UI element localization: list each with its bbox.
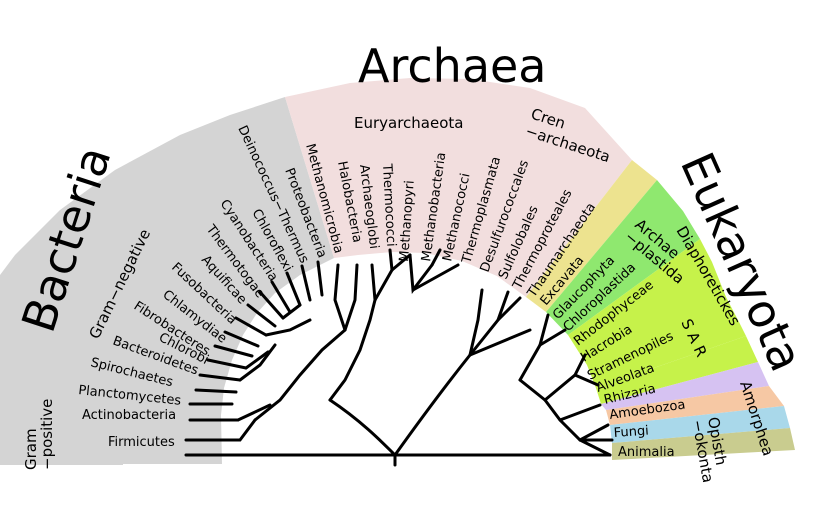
domain-bands bbox=[0, 78, 795, 465]
amoebozoa-band bbox=[606, 386, 784, 425]
branches bbox=[184, 248, 614, 467]
gram-positive-line1: Gram bbox=[22, 428, 40, 470]
archaeplastida-band bbox=[546, 180, 700, 335]
taxon-firmicutes: Firmicutes bbox=[108, 435, 175, 450]
gram-positive-line2: −positive bbox=[38, 399, 56, 470]
label-euryarchaeota: Euryarchaeota bbox=[354, 114, 463, 132]
sar-light-band bbox=[596, 336, 758, 404]
fungi-band bbox=[610, 406, 790, 443]
archaea-band bbox=[285, 78, 632, 297]
label-gram-positive: Gram −positive bbox=[22, 399, 56, 470]
rhizaria-band bbox=[601, 362, 769, 410]
taxon-thermococci: Thermococci bbox=[379, 162, 398, 247]
taxon-methanopyri: Methanopyri bbox=[397, 180, 418, 262]
excavata-band bbox=[526, 160, 657, 312]
hacrobia-sar-band bbox=[568, 239, 746, 388]
taxon-animalia: Animalia bbox=[618, 445, 675, 460]
bacteria-band bbox=[0, 97, 334, 465]
taxon-actinobacteria: Actinobacteria bbox=[82, 408, 176, 423]
base-bar bbox=[123, 464, 653, 470]
taxon-fungi: Fungi bbox=[613, 424, 649, 441]
title-archaea: Archaea bbox=[358, 39, 547, 93]
animalia-band bbox=[612, 428, 795, 460]
